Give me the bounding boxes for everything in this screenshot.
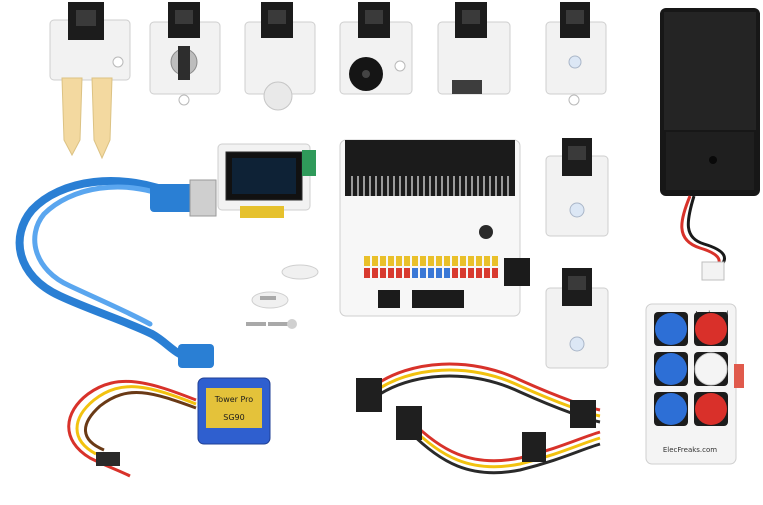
button-board: Joy board ElecFreaks.com — [645, 303, 744, 465]
screws — [246, 264, 319, 329]
breakout-board — [339, 139, 530, 317]
oled-display — [217, 143, 316, 218]
led-module-2 — [545, 138, 609, 237]
light-module — [244, 2, 316, 111]
led-module-3 — [545, 268, 609, 369]
buzzer-module — [339, 2, 413, 95]
potentiometer-module — [149, 2, 221, 106]
soil-moisture-sensor — [49, 2, 131, 160]
led-module — [545, 2, 607, 106]
servo-motor: Tower Pro SG90 — [67, 377, 271, 478]
jumper-wires — [356, 362, 601, 475]
servo-brand-label: Tower Pro — [214, 395, 254, 404]
switch-module — [437, 2, 511, 95]
button-board-footer: ElecFreaks.com — [663, 446, 717, 454]
usb-cable — [15, 177, 217, 368]
servo-model-label: SG90 — [223, 413, 244, 422]
battery-box — [660, 8, 760, 281]
